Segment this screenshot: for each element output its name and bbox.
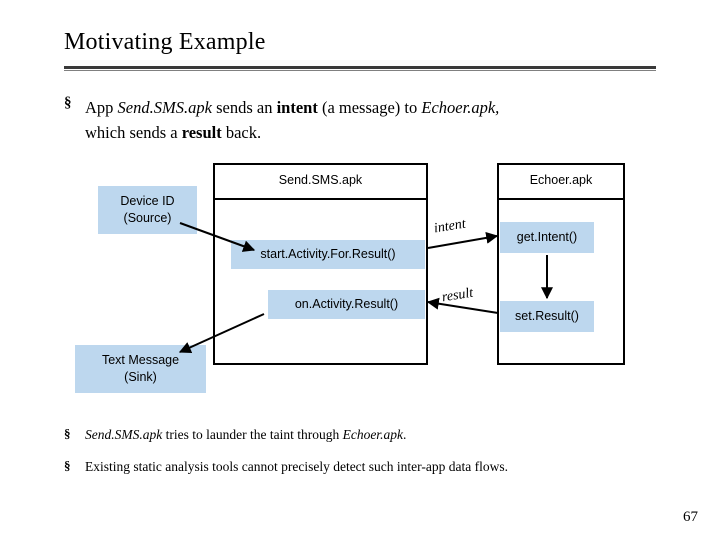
- app-box-sendsms-header-sep: [213, 198, 428, 200]
- bullet-marker-3: §: [64, 458, 71, 473]
- node-source-line1: Device ID: [120, 194, 175, 208]
- bullet-second-text: tries to launder the taint through: [162, 427, 343, 442]
- node-get-intent: get.Intent(): [500, 222, 594, 253]
- bullet-main-text-e: back.: [221, 123, 262, 142]
- node-start-activity-label: start.Activity.For.Result(): [260, 247, 396, 261]
- node-sink: Text Message (Sink): [75, 345, 206, 393]
- node-source: Device ID (Source): [98, 186, 197, 234]
- bullet-main-text-d: which sends a: [85, 123, 182, 142]
- bullet-second-echoer: Echoer.apk: [342, 427, 403, 442]
- node-set-result-label: set.Result(): [515, 309, 579, 323]
- page-title: Motivating Example: [64, 29, 266, 55]
- bullet-main-text-a: App: [85, 98, 118, 117]
- bullet-second-app: Send.SMS.apk: [85, 427, 163, 442]
- bullet-main: App Send.SMS.apk sends an intent (a mess…: [85, 95, 665, 145]
- app-box-sendsms-title: Send.SMS.apk: [278, 173, 363, 187]
- node-on-activity-result-label: on.Activity.Result(): [294, 297, 399, 311]
- bullet-third: Existing static analysis tools cannot pr…: [85, 459, 508, 474]
- node-start-activity-for-result: start.Activity.For.Result(): [231, 240, 425, 269]
- node-sink-line1: Text Message: [101, 353, 180, 367]
- bullet-main-text-c: (a message) to: [317, 98, 422, 117]
- app-box-echoer-header-sep: [497, 198, 625, 200]
- bullet-main-app-name: Send.SMS.apk: [117, 98, 212, 117]
- bullet-main-echoer: Echoer.apk,: [421, 98, 500, 117]
- bullet-second-period: .: [402, 427, 407, 442]
- node-sink-line2: (Sink): [124, 370, 157, 384]
- node-source-line2: (Source): [123, 211, 172, 225]
- title-rule: [64, 66, 656, 71]
- edge-label-result: result: [440, 285, 475, 306]
- page-number: 67: [683, 509, 698, 525]
- app-box-echoer: [497, 163, 625, 365]
- node-on-activity-result: on.Activity.Result(): [268, 290, 425, 319]
- bullet-marker-1: §: [64, 95, 72, 111]
- bullet-main-intent: intent: [276, 98, 318, 117]
- bullet-second: Send.SMS.apk tries to launder the taint …: [85, 427, 406, 443]
- bullet-main-text-b: sends an: [211, 98, 277, 117]
- node-set-result: set.Result(): [500, 301, 594, 332]
- edge-label-intent: intent: [432, 216, 467, 237]
- app-box-echoer-title: Echoer.apk: [529, 173, 593, 187]
- bullet-main-result: result: [181, 123, 222, 142]
- bullet-marker-2: §: [64, 426, 71, 441]
- node-get-intent-label: get.Intent(): [516, 230, 578, 244]
